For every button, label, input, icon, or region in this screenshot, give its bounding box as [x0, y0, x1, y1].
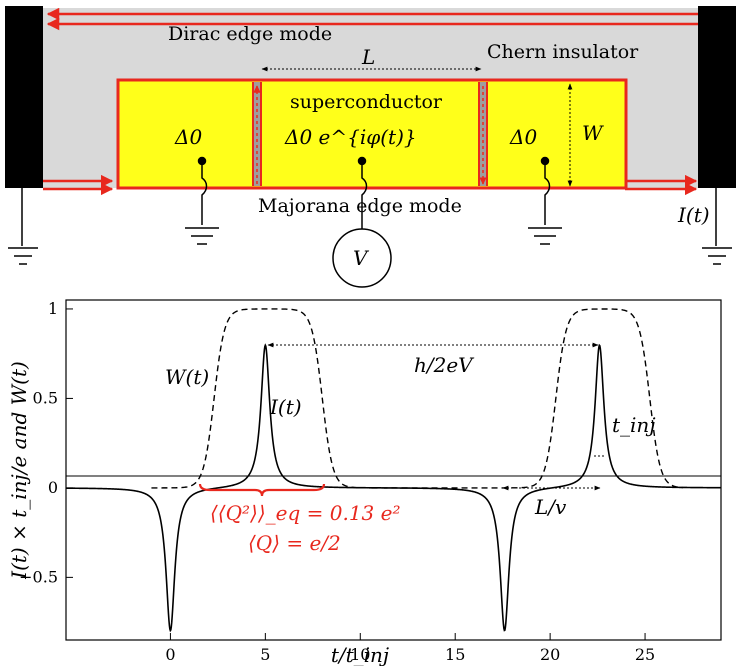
x-tick-label: 25	[635, 645, 655, 664]
I-curve	[66, 343, 721, 633]
schematic: Dirac edge mode Chern insulator L W supe…	[5, 6, 736, 288]
I-curve-label: I(t)	[269, 395, 302, 419]
plot: −0.5 0 0.5 1 0 5 10 15 20 25 W(t) I(t) h/2eV L/v…	[7, 299, 722, 667]
x-tick-label: 0	[165, 645, 175, 664]
dirac-label: Dirac edge mode	[168, 23, 332, 45]
sc-label: superconductor	[290, 91, 443, 113]
ylabel: I(t) × t_inj/e and W(t)	[7, 361, 31, 580]
delta-left: Δ0	[174, 125, 202, 149]
y-ticks: −0.5 0 0.5 1	[19, 299, 73, 586]
delay-label: L/v	[534, 495, 567, 519]
brace	[198, 483, 326, 497]
charge-label: ⟨Q⟩ = e/2	[248, 531, 341, 555]
L-label: L	[361, 45, 375, 69]
tinj-label: t_inj	[612, 413, 656, 437]
period-label: h/2eV	[414, 353, 475, 377]
dirac-edge-bottom	[43, 174, 698, 196]
x-tick-label: 20	[540, 645, 560, 664]
V-label: V	[353, 246, 370, 270]
delta-mid: Δ0 e^{iφ(t)}	[284, 125, 417, 149]
x-ticks: 0 5 10 15 20 25	[165, 633, 655, 664]
W-curve-label: W(t)	[165, 365, 209, 389]
xlabel: t/t_inj	[331, 643, 389, 666]
y-tick-label: −0.5	[19, 567, 58, 586]
W-label: W	[582, 121, 604, 145]
plot-frame	[65, 299, 722, 641]
noise-label: ⟨⟨Q²⟩⟩_eq = 0.13 e²	[210, 501, 400, 525]
delta-right: Δ0	[509, 125, 537, 149]
x-tick-label: 10	[350, 645, 370, 664]
I-label: I(t)	[677, 203, 710, 227]
x-tick-label: 15	[445, 645, 465, 664]
y-tick-label: 1	[48, 299, 58, 318]
majorana-label: Majorana edge mode	[258, 195, 462, 217]
y-tick-label: 0.5	[33, 388, 58, 407]
dirac-edge-top	[46, 7, 698, 31]
left-contact	[5, 6, 43, 188]
chern-label: Chern insulator	[487, 41, 639, 63]
ground-wires	[8, 156, 732, 265]
right-contact	[698, 6, 736, 188]
voltage-source	[332, 228, 392, 288]
x-tick-label: 5	[260, 645, 270, 664]
y-tick-label: 0	[48, 478, 58, 497]
